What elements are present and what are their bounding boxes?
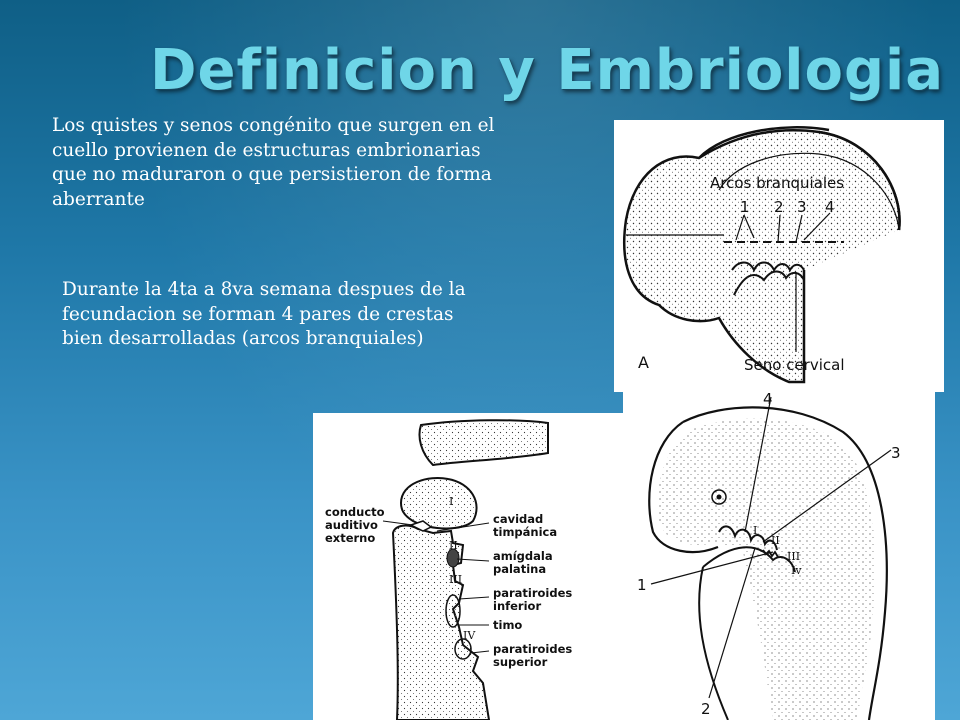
paratiroides-superior-line2: superior [493, 655, 548, 669]
conducto-label-line1: conducto [325, 505, 385, 519]
slide-title: Definicion y Embriologia [150, 38, 945, 103]
pouch-roman-3: III [449, 573, 462, 586]
pouch-roman-2: II [449, 539, 458, 552]
figure-b-drawing: I II III IV conducto auditivo externo ca… [325, 419, 572, 720]
arch-roman-1: I [753, 524, 757, 537]
paratiroides-inferior-line2: inferior [493, 599, 541, 613]
conducto-label-line3: externo [325, 531, 375, 545]
timo-label: timo [493, 618, 522, 632]
arch-roman-3: III [787, 550, 800, 563]
arcos-branquiales-label: Arcos branquiales [710, 174, 844, 192]
amigdala-label-line2: palatina [493, 562, 546, 576]
arch-number-3: 3 [797, 198, 807, 216]
pointer-number-3: 3 [891, 444, 901, 462]
cavidad-label-line1: cavidad [493, 512, 543, 526]
arch-number-4: 4 [825, 198, 835, 216]
seno-cervical-label: Seno cervical [744, 356, 845, 374]
arch-number-1: 1 [740, 198, 750, 216]
pointer-number-1: 1 [637, 576, 647, 594]
figure-a-drawing: Arcos branquiales 1 2 3 4 Seno cervical … [623, 120, 944, 392]
arch-roman-2: II [771, 534, 780, 547]
pointer-number-4: 4 [763, 392, 773, 408]
panel-letter-a: A [638, 353, 649, 372]
paragraph-embryology: Durante la 4ta a 8va semana despues de l… [62, 279, 466, 349]
conducto-label-line2: auditivo [325, 518, 378, 532]
paragraph-definition: Los quistes y senos congénito que surgen… [52, 115, 495, 210]
paratiroides-superior-line1: paratiroides [493, 642, 572, 656]
cavidad-label-line2: timpánica [493, 525, 557, 539]
amigdala-label-line1: amígdala [493, 549, 553, 563]
arch-number-2: 2 [774, 198, 784, 216]
pointer-number-2: 2 [701, 700, 711, 718]
pouch-roman-1: I [449, 495, 453, 508]
figure-c-drawing: 4 3 1 2 I II III Iv [637, 392, 901, 720]
arch-roman-4: Iv [791, 564, 802, 577]
figure-c-embryo-lateral: 4 3 1 2 I II III Iv [623, 392, 935, 720]
figure-a-branchial-arches: Arcos branquiales 1 2 3 4 Seno cervical … [614, 120, 944, 392]
pouch-roman-4: IV [463, 629, 476, 642]
paratiroides-inferior-line1: paratiroides [493, 586, 572, 600]
figure-b-pouch-derivatives: I II III IV conducto auditivo externo ca… [313, 413, 623, 720]
